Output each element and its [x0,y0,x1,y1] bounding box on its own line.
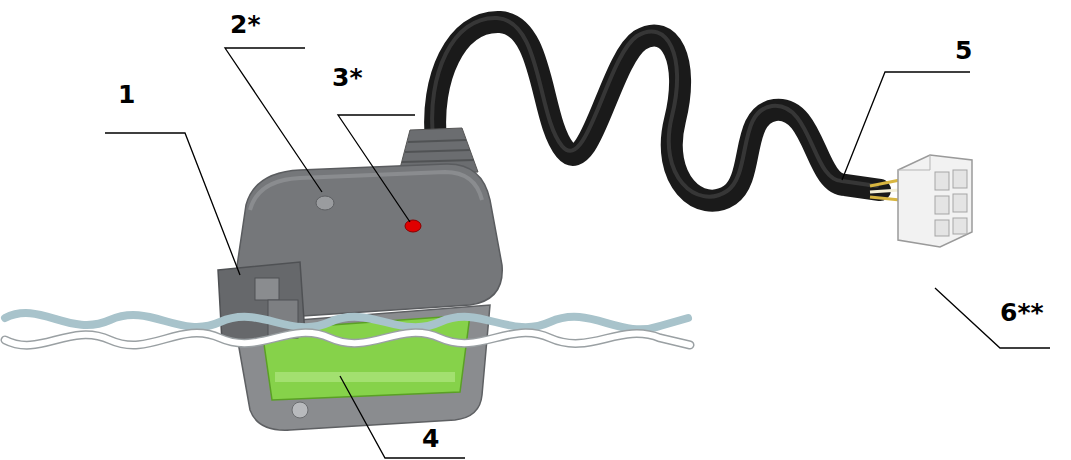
wire-white [870,190,900,192]
callout-number: 2* [230,12,260,37]
cable-highlight [432,18,877,197]
callout-number: 5 [955,38,972,63]
callout-number: 6** [1000,300,1044,325]
callout-number: 3* [332,65,362,90]
wire-yellow [870,197,900,200]
housing-lid [232,164,502,319]
wire-blue [5,313,688,329]
callout-number: 4 [422,426,439,451]
wire-white [5,333,690,345]
indicator-grey [316,196,334,210]
callout-number: 1 [118,82,135,107]
wire-yellow [870,180,900,186]
leader-lines [105,48,1050,458]
cable [435,22,880,201]
indicator-red [405,220,421,232]
connector [898,155,972,247]
wire-white-outline [5,333,690,345]
